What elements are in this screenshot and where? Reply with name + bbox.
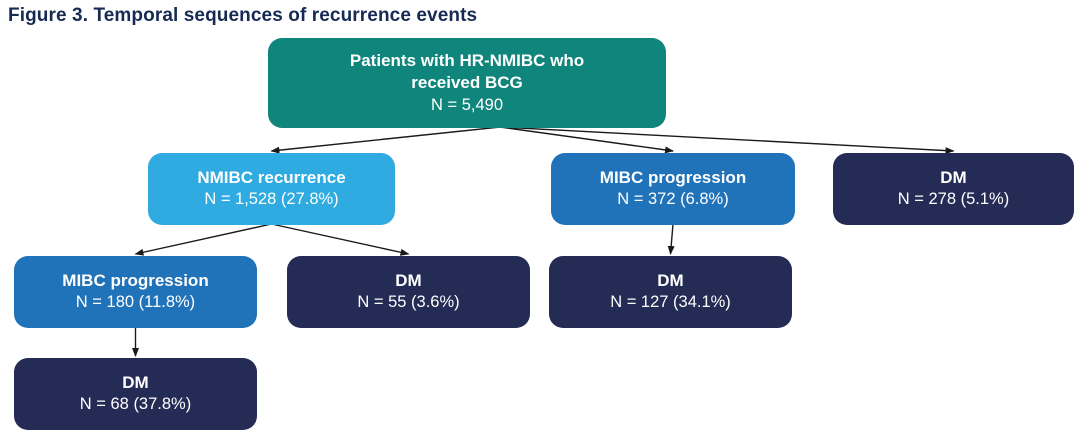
arrow-nmibc-to-mibc180 — [134, 223, 272, 256]
node-label: DM — [395, 270, 422, 290]
node-value: N = 68 (37.8%) — [79, 395, 192, 414]
node-value: N = 5,490 — [430, 95, 503, 114]
node-root: Patients with HR-NMIBC who received BCG N … — [268, 38, 666, 128]
node-value: N = 55 (3.6%) — [357, 293, 460, 312]
node-value: N = 180 (11.8%) — [75, 293, 196, 312]
node-value: N = 1,528 (27.8%) — [204, 190, 339, 209]
node-label: MIBC progression — [599, 167, 747, 187]
node-dm68: DM N = 68 (37.8%) — [14, 358, 257, 430]
arrow-nmibc-to-dm55 — [271, 223, 410, 256]
node-value: N = 127 (34.1%) — [610, 293, 731, 312]
node-nmibc: NMIBC recurrence N = 1,528 (27.8%) — [148, 153, 395, 225]
node-mibc180: MIBC progression N = 180 (11.8%) — [14, 256, 257, 328]
node-dm127: DM N = 127 (34.1%) — [549, 256, 792, 328]
figure-title: Figure 3. Temporal sequences of recurren… — [8, 5, 478, 26]
node-value: N = 278 (5.1%) — [897, 190, 1010, 209]
arrow-root-to-nmibc — [270, 126, 501, 154]
node-label: MIBC progression — [62, 270, 209, 290]
node-label: Patients with HR-NMIBC who — [349, 50, 585, 70]
arrow-root-to-dm278 — [499, 126, 955, 155]
node-dm278: DM N = 278 (5.1%) — [833, 153, 1074, 225]
arrow-root-to-mibc372 — [499, 126, 674, 154]
node-label: received BCG — [411, 73, 523, 93]
node-mibc372: MIBC progression N = 372 (6.8%) — [551, 153, 795, 225]
node-label: DM — [122, 372, 149, 392]
node-label: NMIBC recurrence — [197, 167, 346, 187]
node-label: DM — [657, 270, 684, 290]
arrow-mibc372-to-dm127 — [667, 223, 675, 255]
node-value: N = 372 (6.8%) — [617, 190, 729, 209]
node-label: DM — [940, 167, 967, 187]
node-dm55: DM N = 55 (3.6%) — [287, 256, 530, 328]
